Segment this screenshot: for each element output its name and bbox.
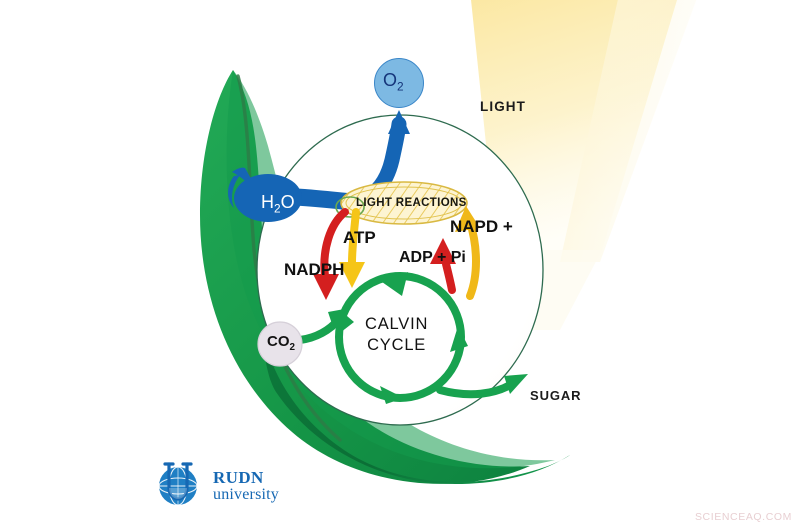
nadph-label: NADPH xyxy=(284,260,345,279)
light-reactions-label: LIGHT REACTIONS xyxy=(356,197,467,209)
water-to-oxygen-path xyxy=(228,110,410,222)
oxygen-label: O2 xyxy=(383,70,404,94)
nadph-arrow xyxy=(313,208,349,300)
thylakoid-light-reactions xyxy=(335,181,468,225)
light-beam xyxy=(471,0,697,330)
napd-plus-arrow xyxy=(455,206,480,300)
carbon-dioxide-label: CO2 xyxy=(267,333,295,353)
sugar-label: SUGAR xyxy=(530,388,582,403)
adp-pi-arrow xyxy=(430,238,456,294)
light-label: LIGHT xyxy=(480,99,526,114)
calvin-cycle-label: CALVIN CYCLE xyxy=(365,314,428,356)
adp-pi-label: ADP + Pi xyxy=(399,249,466,266)
calvin-line-2: CYCLE xyxy=(367,336,427,354)
napd-plus-label: NAPD + xyxy=(450,217,513,236)
atp-label: ATP xyxy=(343,228,376,247)
site-watermark: SCIENCEAQ.COM xyxy=(694,511,792,523)
water-label: H2O xyxy=(261,192,295,216)
co2-input-arrow xyxy=(257,308,350,367)
branding-block: RUDN university xyxy=(152,458,279,514)
rudn-university-logo xyxy=(158,462,198,506)
brand-subtitle: university xyxy=(213,485,279,503)
logo-spacer xyxy=(152,458,204,514)
sugar-output-arrow xyxy=(436,374,528,399)
brand-name: RUDN xyxy=(213,467,264,487)
brand-wordmark: RUDN university xyxy=(213,469,279,503)
atp-arrow xyxy=(339,208,365,288)
calvin-line-1: CALVIN xyxy=(365,315,429,333)
oxygen-molecule-bubble xyxy=(374,58,424,108)
